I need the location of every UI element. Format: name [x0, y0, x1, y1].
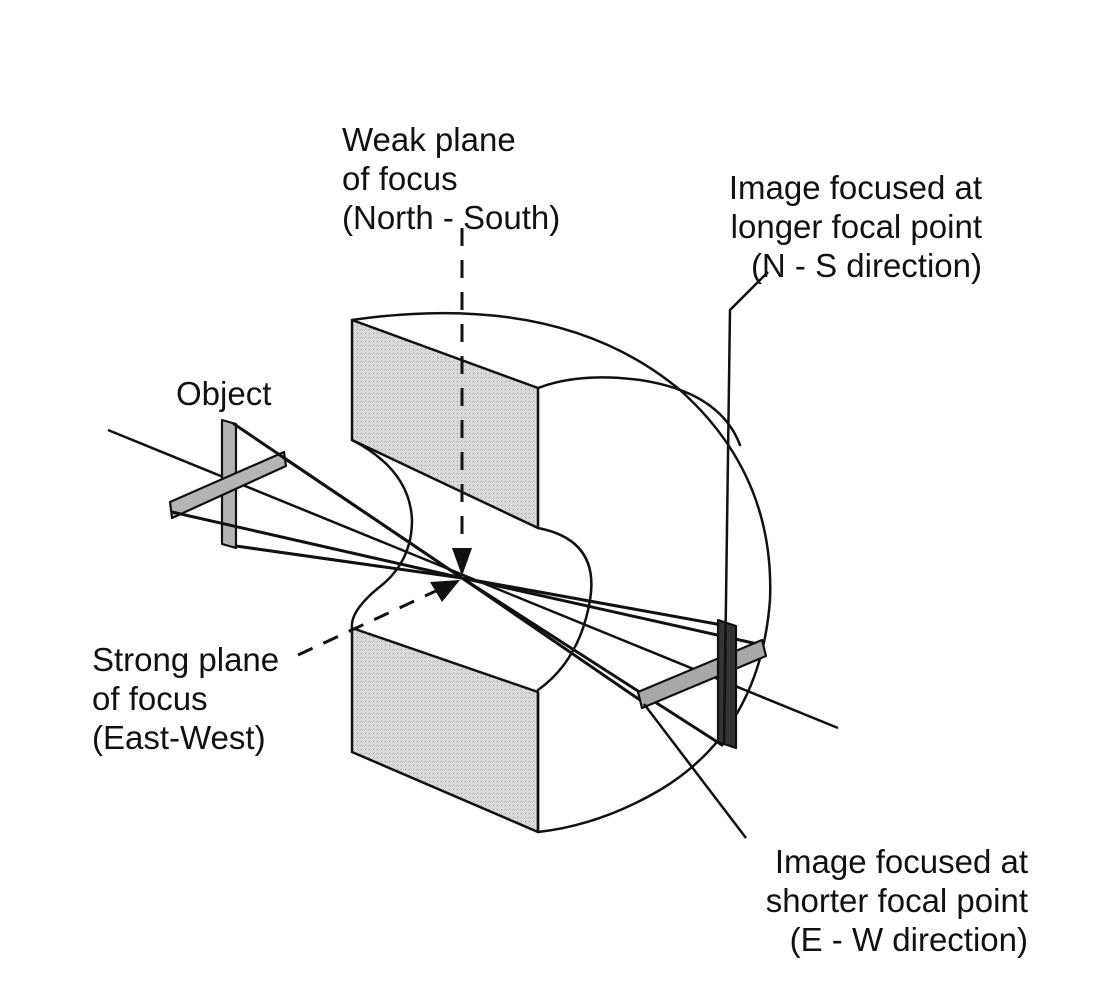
- image-ns-vertical-bar: [716, 618, 738, 750]
- lower-lens-block-face: [350, 626, 540, 834]
- longer-focal-label-line2: longer focal point: [730, 208, 982, 245]
- lens-inner-arc: [536, 376, 742, 447]
- strong-plane-arrowhead: [430, 580, 460, 602]
- ray-right: [282, 456, 464, 580]
- strong-plane-label-line3: (East-West): [92, 719, 266, 756]
- ray-out-2: [460, 576, 764, 647]
- longer-focal-leader: [722, 271, 769, 746]
- strong-plane-label-line1: Strong plane: [92, 641, 280, 678]
- longer-focal-label-line1: Image focused at: [728, 169, 982, 206]
- weak-plane-label-line1: Weak plane: [342, 121, 516, 158]
- strong-plane-label-line2: of focus: [92, 680, 208, 717]
- shorter-focal-label: Image focused at shorter focal point (E …: [766, 842, 1028, 959]
- shorter-focal-label-line1: Image focused at: [774, 843, 1028, 880]
- object-label-text: Object: [176, 375, 272, 412]
- ray-out-3: [460, 576, 724, 747]
- longer-focal-label-line3: (N - S direction): [750, 247, 982, 284]
- ray-out-1: [460, 576, 724, 627]
- shorter-focal-leader: [643, 703, 747, 839]
- lens-saddle-curve: [350, 438, 414, 630]
- shorter-focal-label-line2: shorter focal point: [765, 882, 1028, 919]
- image-ew-horizontal-bar: [636, 638, 768, 710]
- ray-bottom: [234, 544, 464, 580]
- weak-plane-label-line3: (North - South): [342, 199, 561, 236]
- object-label: Object: [176, 374, 271, 413]
- ray-left: [170, 510, 464, 580]
- upper-lens-block-face: [350, 318, 540, 530]
- weak-plane-label-line2: of focus: [342, 160, 458, 197]
- weak-plane-label: Weak plane of focus (North - South): [342, 120, 560, 237]
- lens-outer-arc: [350, 311, 772, 834]
- shorter-focal-label-line3: (E - W direction): [789, 921, 1028, 958]
- ray-out-4: [460, 576, 642, 702]
- longer-focal-label: Image focused at longer focal point (N -…: [729, 168, 982, 285]
- weak-plane-arrowhead: [452, 548, 472, 576]
- strong-plane-label: Strong plane of focus (East-West): [92, 640, 279, 757]
